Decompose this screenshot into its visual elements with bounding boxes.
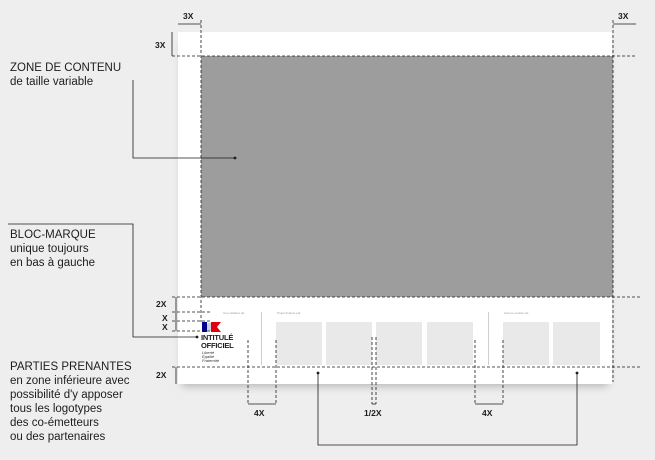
partner-header-c: Avec le soutien de bbox=[504, 311, 529, 315]
callout-parties-title: PARTIES PRENANTES bbox=[10, 361, 132, 373]
callout-bloc-sub2: en bas à gauche bbox=[10, 257, 96, 269]
callout-parties-l4: tous les logotypes bbox=[10, 403, 103, 415]
dim-label-left-2x-bottom: 2X bbox=[156, 370, 167, 380]
logo-motto-1: Liberté bbox=[202, 350, 215, 355]
leader-dot-content bbox=[233, 156, 237, 160]
callout-parties: PARTIES PRENANTES en zone inférieure ave… bbox=[10, 360, 132, 444]
callout-bloc-title: BLOC-MARQUE bbox=[10, 229, 96, 241]
callout-parties-l2: en zone inférieure avec bbox=[10, 375, 130, 387]
callout-content-sub: de taille variable bbox=[10, 76, 94, 88]
marianne-icon bbox=[207, 323, 211, 331]
callout-content-zone: ZONE DE CONTENU de taille variable bbox=[10, 61, 121, 89]
flag-red bbox=[211, 322, 221, 332]
callout-bloc-sub1: unique toujours bbox=[10, 243, 89, 255]
logo-motto-2: Égalité bbox=[202, 354, 215, 359]
dim-label-top-right: 3X bbox=[618, 11, 629, 21]
bloc-marque: INTITULÉ OFFICIEL Liberté Égalité Frater… bbox=[201, 321, 234, 367]
leader-content-zone bbox=[132, 80, 235, 159]
dim-label-bottom-half: 1/2X bbox=[364, 408, 382, 418]
partner-header-b: Projet financé par bbox=[277, 311, 301, 315]
partner-logo-box bbox=[553, 322, 600, 365]
separator-2 bbox=[488, 312, 489, 365]
callout-parties-l3: possibilité d'y apposer bbox=[10, 389, 123, 401]
dim-label-bottom-4x-right: 4X bbox=[482, 408, 493, 418]
leader-dot-bloc bbox=[195, 335, 199, 339]
flag-blue bbox=[202, 322, 207, 332]
callout-bloc-marque: BLOC-MARQUE unique toujours en bas à gau… bbox=[10, 228, 96, 270]
leader-dot-parties-b bbox=[575, 371, 579, 375]
dim-label-top-left: 3X bbox=[183, 11, 194, 21]
logo-title-line2: OFFICIEL bbox=[201, 341, 234, 350]
callout-content-title: ZONE DE CONTENU bbox=[10, 62, 122, 74]
callout-parties-l5: des co-émetteurs bbox=[10, 417, 99, 429]
leader-dot-parties-a bbox=[316, 371, 320, 375]
callout-parties-l6: ou des partenaires bbox=[10, 431, 106, 443]
content-zone bbox=[201, 56, 613, 297]
dim-label-left-2x-top: 2X bbox=[156, 299, 167, 309]
partner-logo-box bbox=[376, 322, 422, 365]
dim-label-x2: X bbox=[162, 322, 168, 332]
dim-label-x1: X bbox=[162, 313, 168, 323]
partner-logo-box bbox=[503, 322, 549, 365]
logo-title-line1: INTITULÉ bbox=[201, 333, 234, 342]
partner-logo-box bbox=[276, 322, 322, 365]
partner-logo-box bbox=[326, 322, 372, 365]
dim-label-bottom-4x-left: 4X bbox=[254, 408, 265, 418]
leader-parties bbox=[317, 373, 578, 446]
logo-motto-3: Fraternité bbox=[202, 358, 220, 363]
leader-bloc-marque bbox=[8, 223, 197, 338]
dim-label-left-3x: 3X bbox=[155, 40, 166, 50]
separator-1 bbox=[261, 312, 262, 365]
partner-logo-box bbox=[427, 322, 473, 365]
partner-header-a: Une initiative de bbox=[223, 311, 245, 315]
